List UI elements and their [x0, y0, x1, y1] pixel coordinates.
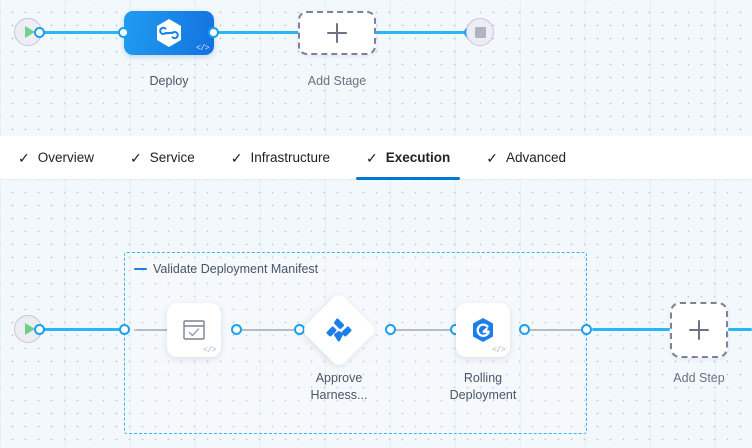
execution-graph-canvas[interactable]: Validate Deployment Manifest — [0, 180, 752, 448]
check-icon: ✓ — [130, 149, 142, 166]
stage-graph-canvas[interactable]: </> Deploy Add Stage — [0, 0, 752, 136]
tab-label: Execution — [385, 150, 451, 165]
edge-start-to-group — [38, 328, 128, 331]
code-badge-icon: </> — [492, 346, 505, 355]
stage-label-deploy: Deploy — [149, 74, 189, 88]
edge-group-to-dryrun — [134, 329, 184, 331]
stage-node-deploy[interactable]: </> — [124, 11, 214, 55]
plus-icon — [689, 320, 709, 340]
tab-label: Advanced — [506, 150, 567, 165]
tab-label: Overview — [37, 150, 94, 165]
play-icon — [24, 26, 35, 38]
tab-execution[interactable]: ✓ Execution — [348, 136, 468, 180]
step-node-dry-run[interactable]: </> — [167, 303, 221, 357]
check-icon: ✓ — [366, 149, 378, 166]
step-node-rolling-deployment[interactable]: </> — [456, 303, 510, 357]
edge-deploy-to-addstage — [212, 31, 304, 34]
code-badge-icon: </> — [196, 44, 209, 53]
tab-service[interactable]: ✓ Service — [112, 136, 213, 180]
edge-rolling-to-groupend — [524, 329, 586, 331]
port-group-in[interactable] — [119, 324, 130, 335]
check-icon: ✓ — [18, 149, 30, 166]
port-start-out[interactable] — [34, 27, 45, 38]
port-exec-start-out[interactable] — [34, 324, 45, 335]
step-group-title: Validate Deployment Manifest — [153, 262, 319, 276]
step-label-rolling-deployment-line1: Rolling — [463, 371, 503, 385]
approve-icon-wrap — [312, 303, 366, 357]
step-label-approve-harness-line2: Harness... — [310, 388, 368, 402]
step-group-header[interactable]: Validate Deployment Manifest — [134, 262, 318, 276]
port-deploy-out[interactable] — [208, 27, 219, 38]
stage-config-tabs: ✓ Overview ✓ Service ✓ Infrastructure ✓ … — [0, 136, 752, 180]
check-icon: ✓ — [486, 149, 498, 166]
port-group-out[interactable] — [581, 324, 592, 335]
edge-addstep-out — [728, 328, 752, 331]
add-step-button[interactable] — [670, 302, 728, 358]
edge-approve-to-rolling — [390, 329, 456, 331]
add-stage-label: Add Stage — [307, 74, 367, 88]
tab-label: Service — [149, 150, 195, 165]
tab-advanced[interactable]: ✓ Advanced — [468, 136, 584, 180]
harness-hexagon-icon — [157, 19, 181, 47]
tab-label: Infrastructure — [250, 150, 331, 165]
plus-icon — [327, 23, 347, 43]
port-approve-out[interactable] — [385, 324, 396, 335]
port-dryrun-out[interactable] — [231, 324, 242, 335]
stop-icon — [474, 26, 486, 38]
tab-infrastructure[interactable]: ✓ Infrastructure — [213, 136, 348, 180]
rolling-deploy-icon — [473, 318, 493, 342]
minus-icon[interactable] — [134, 268, 147, 270]
harness-approval-icon — [326, 318, 352, 342]
code-badge-icon: </> — [203, 346, 216, 355]
tab-overview[interactable]: ✓ Overview — [0, 136, 112, 180]
edge-dryrun-to-approve — [236, 329, 302, 331]
pipeline-end-node[interactable] — [466, 18, 494, 46]
add-stage-button[interactable] — [298, 11, 376, 55]
port-deploy-in[interactable] — [118, 27, 129, 38]
add-step-label: Add Step — [673, 371, 725, 385]
edge-addstage-to-end — [374, 31, 470, 34]
port-rolling-out[interactable] — [519, 324, 530, 335]
step-label-approve-harness-line1: Approve — [315, 371, 363, 385]
edge-start-to-deploy — [38, 31, 130, 34]
edge-group-to-addstep — [592, 328, 670, 331]
step-label-rolling-deployment-line2: Deployment — [449, 388, 517, 402]
play-icon — [24, 323, 35, 335]
checklist-icon — [183, 320, 205, 340]
check-icon: ✓ — [230, 149, 243, 166]
